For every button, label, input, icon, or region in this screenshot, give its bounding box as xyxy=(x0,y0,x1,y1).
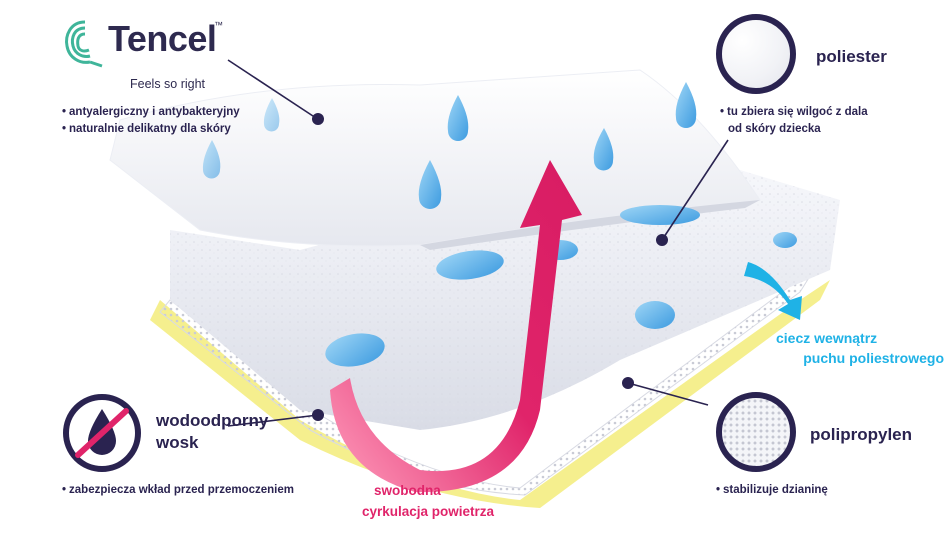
wax-desc: zabezpiecza wkład przed przemoczeniem xyxy=(62,482,294,499)
airflow-arrow xyxy=(330,160,582,493)
falling-droplet xyxy=(418,160,442,209)
liquid-arrow xyxy=(744,262,802,320)
poliester-desc-line2: od skóry dziecka xyxy=(728,123,821,135)
absorbed-droplet xyxy=(325,333,385,367)
no-water-drop-icon xyxy=(63,394,141,472)
wax-title: wodoodporny wosk xyxy=(156,410,268,454)
wax-title-line1: wodoodporny xyxy=(156,411,269,430)
absorbed-droplet xyxy=(436,250,504,280)
poliester-texture-icon xyxy=(716,14,796,94)
brand-trademark: ™ xyxy=(214,20,223,30)
feature-item: antyalergiczny i antybakteryjny xyxy=(62,104,240,121)
liquid-label: ciecz wewnątrz puchu poliestrowego xyxy=(752,328,944,368)
feature-item: naturalnie delikatny dla skóry xyxy=(62,121,240,138)
poliester-title: poliester xyxy=(816,47,887,66)
falling-droplet xyxy=(202,140,221,179)
poliester-desc-line1: tu zbiera się wilgoć z dala xyxy=(720,104,868,121)
brand-name: Tencel xyxy=(108,18,217,59)
polipropylen-description: stabilizuje dzianinę xyxy=(716,482,828,499)
falling-droplet xyxy=(675,82,697,128)
tencel-features: antyalergiczny i antybakteryjny naturaln… xyxy=(62,104,240,138)
liquid-label-line2: puchu poliestrowego xyxy=(803,350,944,366)
polipropylen-mesh-icon xyxy=(716,392,796,472)
leader-dots xyxy=(312,113,668,421)
wax-title-line2: wosk xyxy=(156,433,199,452)
poliester-description: tu zbiera się wilgoć z dala od skóry dzi… xyxy=(720,104,868,138)
tencel-leaf-icon xyxy=(65,20,103,68)
liquid-label-line1: ciecz wewnątrz xyxy=(776,330,878,346)
airflow-label: swobodna cyrkulacja powietrza xyxy=(362,480,552,522)
brand-tagline: Feels so right xyxy=(130,77,206,91)
airflow-label-line2: cyrkulacja powietrza xyxy=(362,504,495,519)
absorbed-droplet xyxy=(635,301,675,329)
absorbed-droplet xyxy=(773,232,797,248)
leader-lines xyxy=(227,59,729,427)
polipropylen-desc: stabilizuje dzianinę xyxy=(716,482,828,499)
absorbed-droplet xyxy=(620,205,700,225)
falling-droplet xyxy=(593,128,614,171)
polipropylen-title: polipropylen xyxy=(810,425,912,444)
falling-droplet xyxy=(447,95,469,141)
airflow-label-line1: swobodna xyxy=(374,483,441,498)
wax-description: zabezpiecza wkład przed przemoczeniem xyxy=(62,482,294,499)
falling-droplet xyxy=(263,98,280,132)
